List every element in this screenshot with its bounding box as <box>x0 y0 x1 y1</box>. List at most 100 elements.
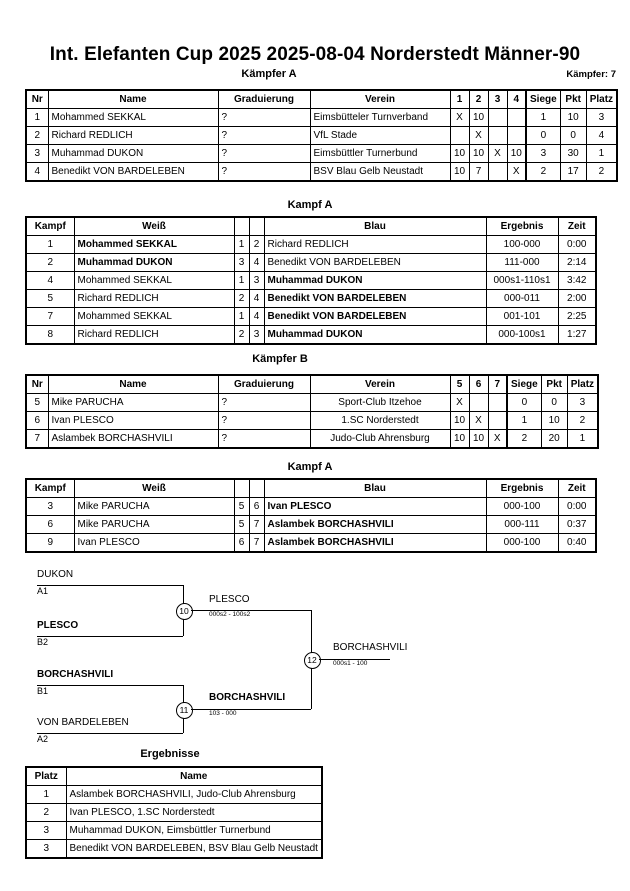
cell-kampf: 5 <box>25 289 75 308</box>
cell-zeit: 0:37 <box>557 515 597 534</box>
cell-siege: 2 <box>524 162 561 182</box>
matches-a-table: Kampf Weiß Blau Ergebnis Zeit 1 Mohammed… <box>25 216 597 345</box>
col-ergebnis: Ergebnis <box>485 478 559 498</box>
bracket-match-number: 10 <box>175 603 193 620</box>
cell-weiss-number: 5 <box>233 497 250 516</box>
col-verein: Verein <box>309 89 451 109</box>
cell-round-7 <box>487 411 508 430</box>
cell-blau-number: 7 <box>248 515 265 534</box>
cell-nr: 6 <box>25 411 49 430</box>
cell-round-3 <box>487 126 508 145</box>
fighter-count-label: Kämpfer: 7 <box>566 69 616 80</box>
cell-pkt: 0 <box>559 126 587 145</box>
knockout-bracket: DUKON A1 PLESCO B2 10 PLESCO 000s2 - 100… <box>0 565 440 745</box>
col-ergebnis: Ergebnis <box>485 216 559 236</box>
cell-round-4 <box>506 126 527 145</box>
bracket-match-number: 12 <box>303 652 321 669</box>
cell-kampf: 8 <box>25 325 75 345</box>
cell-siege: 2 <box>505 429 542 449</box>
cell-nr: 3 <box>25 144 49 163</box>
cell-round-1: 10 <box>449 162 470 182</box>
cell-round-2: 10 <box>468 144 489 163</box>
cell-weiss-number: 6 <box>233 533 250 553</box>
cell-platz: 3 <box>566 393 599 412</box>
matches-b-table: Kampf Weiß Blau Ergebnis Zeit 3 Mike PAR… <box>25 478 597 553</box>
cell-name: Ivan PLESCO, 1.SC Norderstedt <box>65 803 323 822</box>
col-siege: Siege <box>524 89 561 109</box>
cell-platz: 3 <box>25 821 67 840</box>
cell-blau-number: 2 <box>248 235 265 254</box>
cell-blau-number: 4 <box>248 253 265 272</box>
cell-weiss: Mohammed SEKKAL <box>73 271 235 290</box>
col-siege: Siege <box>505 374 542 394</box>
table-row: 3 Muhammad DUKON ? Eimsbüttler Turnerbun… <box>25 144 618 163</box>
cell-weiss: Richard REDLICH <box>73 289 235 308</box>
col-round-2: 2 <box>468 89 489 109</box>
page-title: Int. Elefanten Cup 2025 2025-08-04 Norde… <box>49 44 581 65</box>
matches-a-caption: Kampf A <box>287 199 333 211</box>
bracket-match-score: 103 - 000 <box>209 710 237 717</box>
cell-nr: 2 <box>25 126 49 145</box>
cell-graduierung: ? <box>217 144 311 163</box>
cell-ergebnis: 000-100s1 <box>485 325 559 345</box>
cell-siege: 0 <box>524 126 561 145</box>
table-row: 5 Richard REDLICH 2 4 Benedikt VON BARDE… <box>25 289 597 308</box>
cell-round-1 <box>449 126 470 145</box>
table-header-row: Nr Name Graduierung Verein 5 6 7 Siege P… <box>25 374 599 394</box>
cell-verein: BSV Blau Gelb Neustadt <box>309 162 451 182</box>
cell-weiss-number: 5 <box>233 515 250 534</box>
col-graduierung: Graduierung <box>217 89 311 109</box>
matches-b-caption: Kampf A <box>287 461 333 473</box>
bracket-entrant-seed: A2 <box>37 734 49 744</box>
col-platz: Platz <box>585 89 618 109</box>
cell-weiss: Richard REDLICH <box>73 325 235 345</box>
cell-platz: 2 <box>566 411 599 430</box>
cell-ergebnis: 100-000 <box>485 235 559 254</box>
cell-platz: 4 <box>585 126 618 145</box>
table-header-row: Nr Name Graduierung Verein 1 2 3 4 Siege… <box>25 89 618 109</box>
cell-weiss-number: 1 <box>233 307 250 326</box>
cell-nr: 5 <box>25 393 49 412</box>
table-row: 6 Ivan PLESCO ? 1.SC Norderstedt 10 X 1 … <box>25 411 599 430</box>
col-platz: Platz <box>566 374 599 394</box>
cell-blau: Aslambek BORCHASHVILI <box>263 515 487 534</box>
cell-nr: 1 <box>25 108 49 127</box>
cell-kampf: 9 <box>25 533 75 553</box>
cell-kampf: 2 <box>25 253 75 272</box>
cell-name: Aslambek BORCHASHVILI, Judo-Club Ahrensb… <box>65 785 323 804</box>
cell-platz: 2 <box>25 803 67 822</box>
cell-weiss: Muhammad DUKON <box>73 253 235 272</box>
col-graduierung: Graduierung <box>217 374 311 394</box>
bracket-line <box>37 733 183 734</box>
cell-round-3 <box>487 108 508 127</box>
cell-name: Mike PARUCHA <box>47 393 219 412</box>
table-header-row: Kampf Weiß Blau Ergebnis Zeit <box>25 478 597 498</box>
cell-zeit: 0:00 <box>557 235 597 254</box>
col-round-3: 3 <box>487 89 508 109</box>
bracket-entrant-name: PLESCO <box>37 620 79 631</box>
cell-zeit: 2:00 <box>557 289 597 308</box>
col-name: Name <box>47 89 219 109</box>
cell-round-5: X <box>449 393 470 412</box>
table-row: 7 Aslambek BORCHASHVILI ? Judo-Club Ahre… <box>25 429 599 449</box>
cell-graduierung: ? <box>217 429 311 449</box>
cell-graduierung: ? <box>217 126 311 145</box>
table-row: 3 Benedikt VON BARDELEBEN, BSV Blau Gelb… <box>25 839 323 859</box>
bracket-line <box>37 685 183 686</box>
bracket-entrant-seed: B2 <box>37 637 49 647</box>
col-blau: Blau <box>263 478 487 498</box>
cell-platz: 3 <box>585 108 618 127</box>
cell-blau-number: 7 <box>248 533 265 553</box>
cell-platz: 3 <box>25 839 67 859</box>
cell-round-2: 7 <box>468 162 489 182</box>
cell-pkt: 10 <box>559 108 587 127</box>
cell-siege: 3 <box>524 144 561 163</box>
cell-ergebnis: 111-000 <box>485 253 559 272</box>
pool-b-caption: Kämpfer B <box>252 353 308 365</box>
cell-zeit: 2:14 <box>557 253 597 272</box>
col-weiss-number <box>233 478 250 498</box>
col-pkt: Pkt <box>540 374 568 394</box>
cell-weiss: Ivan PLESCO <box>73 533 235 553</box>
pool-a-table: Nr Name Graduierung Verein 1 2 3 4 Siege… <box>25 89 619 182</box>
cell-name: Benedikt VON BARDELEBEN, BSV Blau Gelb N… <box>65 839 323 859</box>
